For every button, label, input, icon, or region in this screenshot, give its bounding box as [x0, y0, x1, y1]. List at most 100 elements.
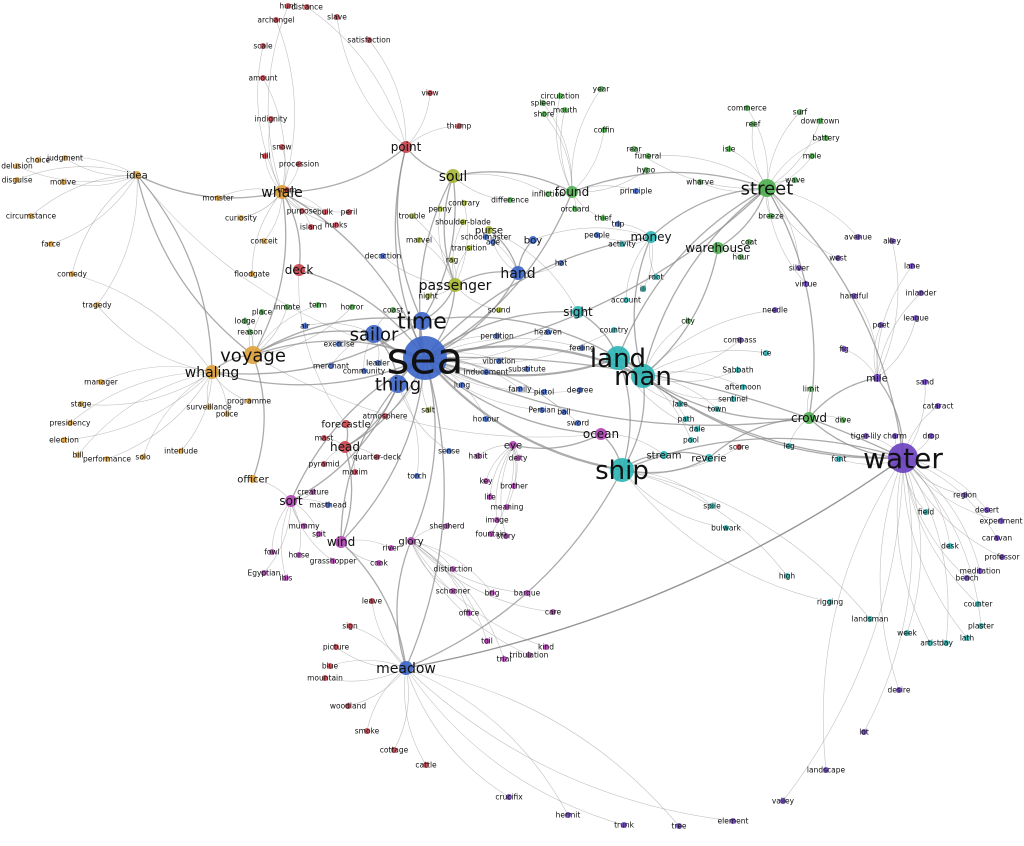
graph-edge	[396, 146, 423, 322]
node-label-point: point	[391, 140, 422, 154]
node-label-deck: deck	[285, 263, 314, 277]
node-label-substitute: substitute	[508, 365, 546, 374]
graph-edge	[489, 444, 514, 498]
node-label-sand: sand	[916, 378, 934, 387]
node-label-image: image	[485, 516, 509, 525]
node-downtown	[817, 118, 823, 124]
graph-edge	[708, 417, 810, 459]
node-label-barque: barque	[514, 589, 541, 598]
graph-edge	[571, 88, 602, 193]
graph-edge	[136, 174, 254, 356]
node-label-monster: monster	[202, 194, 234, 203]
node-label-key: key	[479, 477, 493, 486]
node-desire	[896, 687, 902, 693]
graph-edge	[617, 357, 631, 471]
graph-edge	[329, 659, 407, 669]
node-label-choice: choice	[26, 156, 51, 165]
node-label-sea: sea	[387, 333, 464, 384]
node-meadow	[399, 661, 413, 675]
node-circumstance	[28, 213, 34, 219]
graph-edge	[876, 292, 922, 379]
graph-edge	[281, 146, 407, 193]
graph-edge	[410, 540, 547, 648]
node-Sabbath	[735, 367, 741, 373]
graph-edge	[642, 309, 776, 377]
node-label-vibration: vibration	[482, 357, 516, 366]
graph-edge	[902, 457, 968, 579]
node-label-kind: kind	[538, 643, 554, 652]
graph-edge	[642, 247, 719, 377]
graph-edge	[902, 457, 949, 644]
node-label-programme: programme	[227, 397, 271, 406]
node-label-town: town	[708, 405, 727, 414]
graph-edge	[410, 540, 528, 594]
node-eye	[509, 441, 517, 449]
node-distance	[304, 4, 310, 10]
node-fowl	[269, 549, 275, 555]
graph-edge	[371, 600, 407, 669]
node-wharve	[697, 179, 703, 185]
node-label-merchant: merchant	[313, 362, 349, 371]
graph-edge	[96, 174, 138, 306]
node-compass	[737, 337, 743, 343]
node-label-cook: cook	[370, 559, 388, 568]
graph-edge	[281, 191, 426, 359]
node-label-mountain: mountain	[307, 674, 343, 683]
node-amount	[260, 75, 266, 81]
node-label-coffin: coffin	[594, 126, 615, 135]
graph-edge	[324, 667, 407, 682]
node-leader	[375, 360, 381, 366]
node-label-brig: brig	[485, 589, 500, 598]
node-sea	[403, 336, 447, 380]
node-label-maxim: maxim	[342, 468, 368, 477]
node-label-family: family	[508, 385, 532, 394]
node-hour	[738, 254, 744, 260]
node-label-view: view	[421, 89, 438, 98]
node-community	[361, 368, 367, 374]
node-label-hermit: hermit	[556, 811, 581, 820]
node-label-desert: desert	[975, 506, 999, 515]
graph-edge	[650, 187, 768, 238]
node-label-head: head	[330, 440, 360, 454]
node-man	[631, 364, 655, 388]
node-label-breeze: breeze	[758, 212, 784, 221]
node-isle	[726, 146, 732, 152]
node-path	[683, 416, 689, 422]
node-town	[714, 406, 720, 412]
node-label-night: night	[418, 292, 437, 301]
node-label-picture: picture	[323, 643, 350, 652]
node-label-interlude: interlude	[164, 447, 198, 456]
node-vibration	[496, 358, 502, 364]
graph-edge	[766, 187, 839, 259]
node-label-forecastle: forecastle	[321, 420, 370, 431]
node-lath	[964, 635, 970, 641]
node-label-water: water	[863, 442, 943, 475]
node-label-sign: sign	[342, 622, 358, 631]
node-label-meadow: meadow	[376, 661, 436, 677]
node-afternoon	[740, 384, 746, 390]
node-label-sort: sort	[279, 494, 303, 508]
node-label-trip: trip	[612, 220, 625, 229]
node-year	[598, 86, 604, 92]
node-label-mile: mile	[866, 374, 887, 385]
graph-edge	[340, 541, 407, 669]
graph-edge	[642, 375, 810, 420]
node-indignity	[268, 116, 274, 122]
node-label-satisfaction: satisfaction	[347, 36, 390, 45]
node-bulwark	[723, 525, 729, 531]
node-label-funeral: funeral	[635, 152, 662, 161]
node-spit	[316, 531, 322, 537]
node-meditation	[977, 568, 983, 574]
node-label-lung: lung	[454, 381, 471, 390]
node-label-drop: drop	[922, 432, 939, 441]
node-label-pyramid: pyramid	[308, 460, 339, 469]
node-hunt	[285, 3, 291, 9]
node-label-high: high	[779, 572, 796, 581]
node-mile	[873, 374, 881, 382]
node-virtue	[803, 281, 809, 287]
node-honour	[483, 416, 489, 422]
node-shore	[541, 111, 547, 117]
graph-edge	[488, 229, 579, 313]
